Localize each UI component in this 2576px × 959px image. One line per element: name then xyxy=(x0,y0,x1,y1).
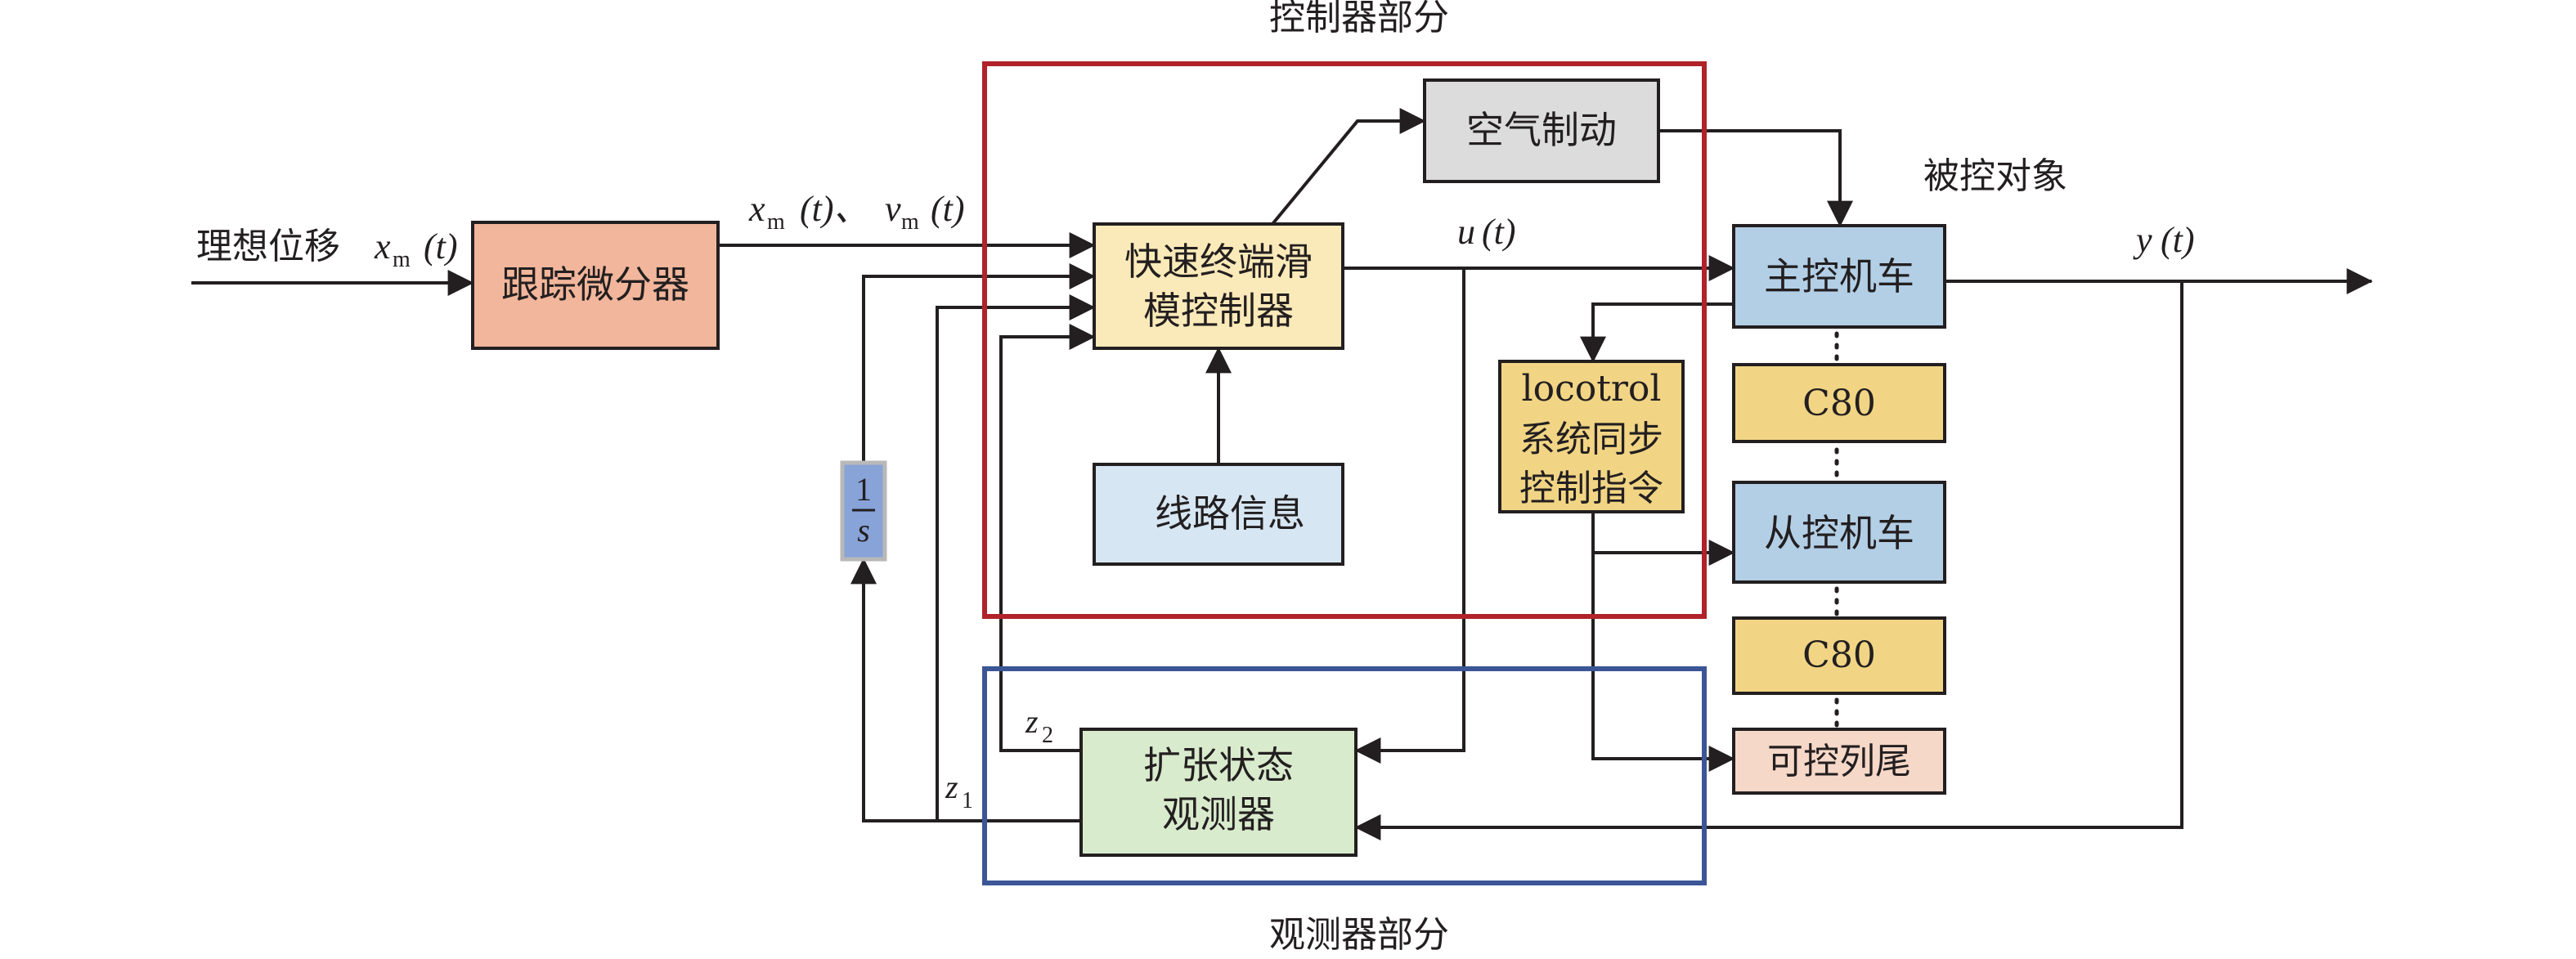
z2-to-smc-wire xyxy=(999,324,1096,752)
eso-to-integrator-wire xyxy=(850,558,1081,822)
integrator-denominator: s xyxy=(857,512,870,549)
xm-arg: (t)、 xyxy=(800,189,870,229)
air-brake-block[interactable]: 空气制动 xyxy=(1423,78,1660,183)
control-signal-label: u (t) xyxy=(1457,212,1516,252)
u-var: u xyxy=(1457,212,1475,252)
slave-locomotive-block[interactable]: 从控机车 xyxy=(1732,481,1946,584)
eso-label-line1: 扩张状态 xyxy=(1143,743,1294,787)
observer-section-frame xyxy=(982,666,1707,885)
master-to-locotrol-wire xyxy=(1580,302,1734,363)
y-arg: (t) xyxy=(2161,220,2195,260)
master-locomotive-label: 主控机车 xyxy=(1764,254,1914,298)
input-signal-label: 理想位移 x m (t) xyxy=(196,226,458,272)
z1-var: z xyxy=(945,769,958,805)
wagon-block-1[interactable]: C80 xyxy=(1732,363,1946,443)
input-arg: (t) xyxy=(424,226,458,267)
slave-locomotive-label: 从控机车 xyxy=(1764,511,1914,555)
vm-arg: (t) xyxy=(931,189,965,229)
locotrol-label-line3: 控制指令 xyxy=(1519,468,1663,509)
locotrol-label-line2: 系统同步 xyxy=(1519,419,1663,460)
td-output-label: x m (t)、 v m (t) xyxy=(748,189,965,235)
integrator-numerator: 1 xyxy=(855,471,872,508)
eot-label: 可控列尾 xyxy=(1767,741,1911,782)
controller-section-title: 控制器部分 xyxy=(1269,0,1449,38)
air-brake-to-master-wire xyxy=(1658,129,1853,227)
input-var: x xyxy=(374,226,391,267)
tracking-differentiator-block[interactable]: 跟踪微分器 xyxy=(471,221,720,350)
air-brake-label: 空气制动 xyxy=(1466,108,1617,152)
output-to-eso-wire xyxy=(1354,281,2183,840)
locotrol-to-eot-wire xyxy=(1591,512,1735,772)
z2-var: z xyxy=(1025,703,1039,740)
output-signal-label: y (t) xyxy=(2133,220,2195,260)
z2-label: z 2 xyxy=(1025,703,1053,748)
controller-section-frame xyxy=(982,61,1707,619)
extended-state-observer-block[interactable]: 扩张状态 观测器 xyxy=(1079,728,1358,857)
xm-var: x xyxy=(748,189,765,229)
observer-section-title: 观测器部分 xyxy=(1269,914,1449,956)
wagon-label-1: C80 xyxy=(1802,383,1876,424)
u-arg: (t) xyxy=(1482,212,1516,252)
vm-sub: m xyxy=(901,209,919,235)
locotrol-block[interactable]: locotrol 系统同步 控制指令 xyxy=(1498,360,1685,513)
z1-label: z 1 xyxy=(945,769,973,813)
eso-label-line2: 观测器 xyxy=(1162,792,1275,836)
z1-sub: 1 xyxy=(962,788,973,813)
eot-block[interactable]: 可控列尾 xyxy=(1732,728,1946,795)
integrator-to-smc-wire xyxy=(862,263,1096,463)
tracking-differentiator-label: 跟踪微分器 xyxy=(501,262,689,307)
input-text: 理想位移 xyxy=(196,226,340,267)
smc-to-air-brake-wire xyxy=(1271,108,1426,226)
route-info-label: 线路信息 xyxy=(1155,491,1305,536)
smc-label-line2: 模控制器 xyxy=(1143,289,1294,333)
z2-sub: 2 xyxy=(1042,723,1053,748)
integrator-block[interactable]: 1 s xyxy=(840,460,887,562)
vm-var: v xyxy=(885,189,901,229)
control-u-to-eso-wire xyxy=(1354,268,1465,764)
locotrol-label-line1: locotrol xyxy=(1522,368,1662,410)
route-info-block[interactable]: 线路信息 xyxy=(1093,463,1344,566)
xm-sub: m xyxy=(767,209,785,235)
z1-to-smc-wire xyxy=(936,294,1096,821)
wagon-block-2[interactable]: C80 xyxy=(1732,616,1946,695)
master-locomotive-block[interactable]: 主控机车 xyxy=(1732,224,1946,329)
fast-terminal-smc-block[interactable]: 快速终端滑 模控制器 xyxy=(1093,222,1344,350)
y-var: y xyxy=(2133,220,2152,260)
input-sub: m xyxy=(393,247,411,272)
plant-section-title: 被控对象 xyxy=(1923,155,2067,197)
wagon-label-2: C80 xyxy=(1802,634,1876,676)
smc-label-line1: 快速终端滑 xyxy=(1124,240,1313,284)
